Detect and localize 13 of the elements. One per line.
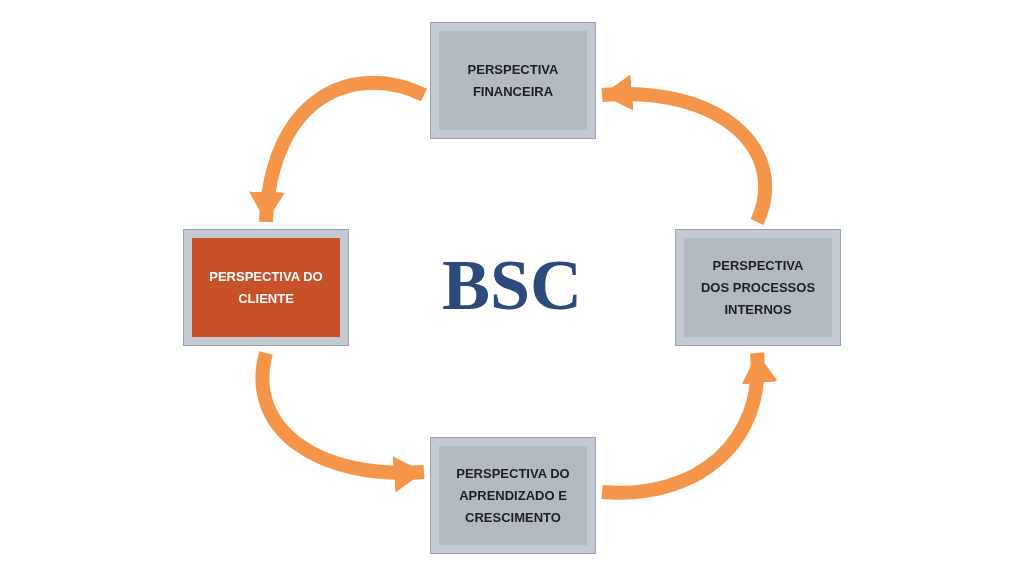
curved-arrow — [601, 76, 773, 225]
perspective-box — [183, 229, 349, 346]
box-label: PERSPECTIVA DOS PROCESSOS INTERNOS — [699, 256, 817, 319]
curved-arrow — [601, 352, 776, 500]
perspective-box — [675, 229, 841, 346]
curved-arrow — [255, 351, 425, 491]
center-title: BSC — [440, 245, 584, 325]
perspective-box — [430, 22, 596, 139]
curved-arrow — [250, 75, 427, 223]
perspective-box — [430, 437, 596, 554]
box-label: PERSPECTIVA DO APRENDIZADO E CRESCIMENTO — [455, 464, 571, 527]
box-label: PERSPECTIVA FINANCEIRA — [466, 60, 560, 101]
box-label: PERSPECTIVA DO CLIENTE — [208, 267, 324, 308]
